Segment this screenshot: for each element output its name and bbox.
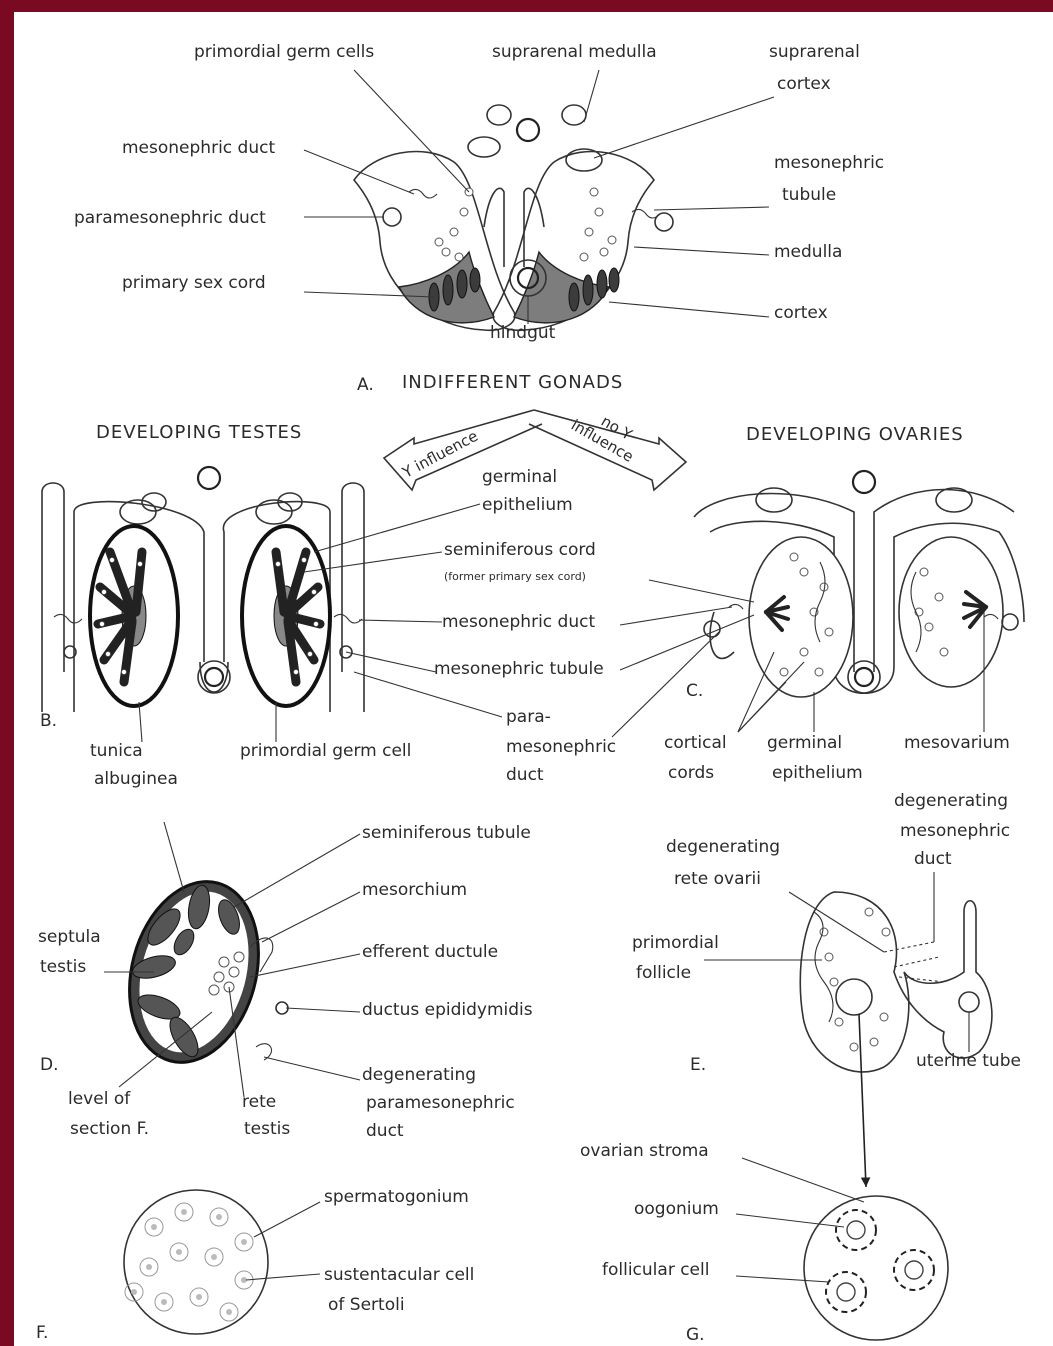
label-primordial-1: primordial [632, 933, 719, 953]
label-medulla: medulla [774, 242, 842, 262]
label-of-sertoli: of Sertoli [328, 1295, 405, 1315]
label-suprarenal-cortex-2: cortex [777, 74, 831, 94]
label-seminiferous-tubule: seminiferous tubule [362, 823, 531, 843]
label-suprarenal-medulla: suprarenal medulla [492, 42, 657, 62]
label-hindgut: hindgut [490, 323, 556, 343]
label-mesonephric-duct-b: mesonephric duct [442, 612, 595, 632]
label-germinal-c1: germinal [767, 733, 842, 753]
label-testis-septula: testis [40, 957, 86, 977]
label-rete-testis: testis [244, 1119, 290, 1139]
label-cortical: cortical [664, 733, 727, 753]
label-rete: rete [242, 1092, 276, 1112]
label-mesonephric-tubule-b: mesonephric tubule [434, 659, 604, 679]
panel-letter-f: F. [36, 1323, 48, 1343]
label-degenerating-d1: degenerating [362, 1065, 476, 1085]
label-degenerating-d2: paramesonephric [366, 1093, 515, 1113]
panel-e-leaders [704, 872, 969, 1187]
label-paramesonephric-b3: duct [506, 765, 544, 785]
label-cortex: cortex [774, 303, 828, 323]
label-deg-rete-1: degenerating [666, 837, 780, 857]
label-septula: septula [38, 927, 101, 947]
heading-indifferent-gonads: INDIFFERENT GONADS [402, 372, 623, 393]
label-deg-rete-2: rete ovarii [674, 869, 761, 889]
label-germinal-epithelium-b2: epithelium [482, 495, 573, 515]
label-section-f: section F. [70, 1119, 149, 1139]
panel-a-drawing [354, 105, 673, 330]
label-uterine-tube: uterine tube [916, 1051, 1021, 1071]
panel-e-drawing [800, 892, 992, 1072]
label-former-primary-sex-cord: (former primary sex cord) [444, 570, 586, 583]
panel-letter-b: B. [40, 711, 57, 731]
label-primordial-germ-cell: primordial germ cell [240, 741, 411, 761]
label-level-of: level of [68, 1089, 131, 1109]
label-follicle: follicle [636, 963, 691, 983]
label-paramesonephric-b1: para- [506, 707, 551, 727]
panel-b-drawing [42, 467, 364, 712]
panel-letter-d: D. [40, 1055, 59, 1075]
label-mesovarium: mesovarium [904, 733, 1010, 753]
label-deg-meso-3: duct [914, 849, 952, 869]
label-primary-sex-cord: primary sex cord [122, 273, 266, 293]
label-y-influence: Y influence [399, 427, 481, 482]
panel-d-labels: seminiferous tubule mesorchium septula t… [38, 823, 533, 1141]
label-mesorchium: mesorchium [362, 880, 467, 900]
panel-g-drawing [804, 1196, 948, 1340]
label-ductus-epididymidis: ductus epididymidis [362, 1000, 533, 1020]
label-sustentacular-cell: sustentacular cell [324, 1265, 474, 1285]
panel-g-labels: ovarian stroma oogonium follicular cell … [580, 1141, 719, 1345]
label-ovarian-stroma: ovarian stroma [580, 1141, 709, 1161]
heading-developing-testes: DEVELOPING TESTES [96, 422, 302, 443]
panel-letter-c: C. [686, 681, 703, 701]
panel-c-drawing [694, 471, 1024, 697]
panel-letter-e: E. [690, 1055, 706, 1075]
gonad-development-diagram: primordial germ cells suprarenal medulla… [14, 12, 1053, 1346]
label-spermatogonium: spermatogonium [324, 1187, 469, 1207]
panel-letter-g: G. [686, 1325, 705, 1345]
label-cords: cords [668, 763, 714, 783]
label-germinal-c2: epithelium [772, 763, 863, 783]
panel-letter-a: A. [357, 375, 374, 395]
label-germinal-epithelium-b1: germinal [482, 467, 557, 487]
label-albuginea: albuginea [94, 769, 178, 789]
label-follicular-cell: follicular cell [602, 1260, 709, 1280]
diagram-sheet: primordial germ cells suprarenal medulla… [14, 12, 1053, 1346]
panel-c-labels: C. cortical cords germinal epithelium me… [664, 681, 1010, 783]
label-mesonephric-tubule-2: tubule [782, 185, 836, 205]
label-mesonephric-duct-a: mesonephric duct [122, 138, 275, 158]
label-efferent-ductule: efferent ductule [362, 942, 498, 962]
label-tunica: tunica [90, 741, 143, 761]
label-suprarenal-cortex-1: suprarenal [769, 42, 860, 62]
label-seminiferous-cord: seminiferous cord [444, 540, 596, 560]
panel-f-drawing [124, 1190, 268, 1334]
label-paramesonephric-duct-a: paramesonephric duct [74, 208, 266, 228]
label-deg-meso-2: mesonephric [900, 821, 1010, 841]
label-mesonephric-tubule-1: mesonephric [774, 153, 884, 173]
label-degenerating-d3: duct [366, 1121, 404, 1141]
label-deg-meso-1: degenerating [894, 791, 1008, 811]
label-primordial-germ-cells: primordial germ cells [194, 42, 374, 62]
heading-developing-ovaries: DEVELOPING OVARIES [746, 424, 964, 445]
label-paramesonephric-b2: mesonephric [506, 737, 616, 757]
label-oogonium: oogonium [634, 1199, 719, 1219]
